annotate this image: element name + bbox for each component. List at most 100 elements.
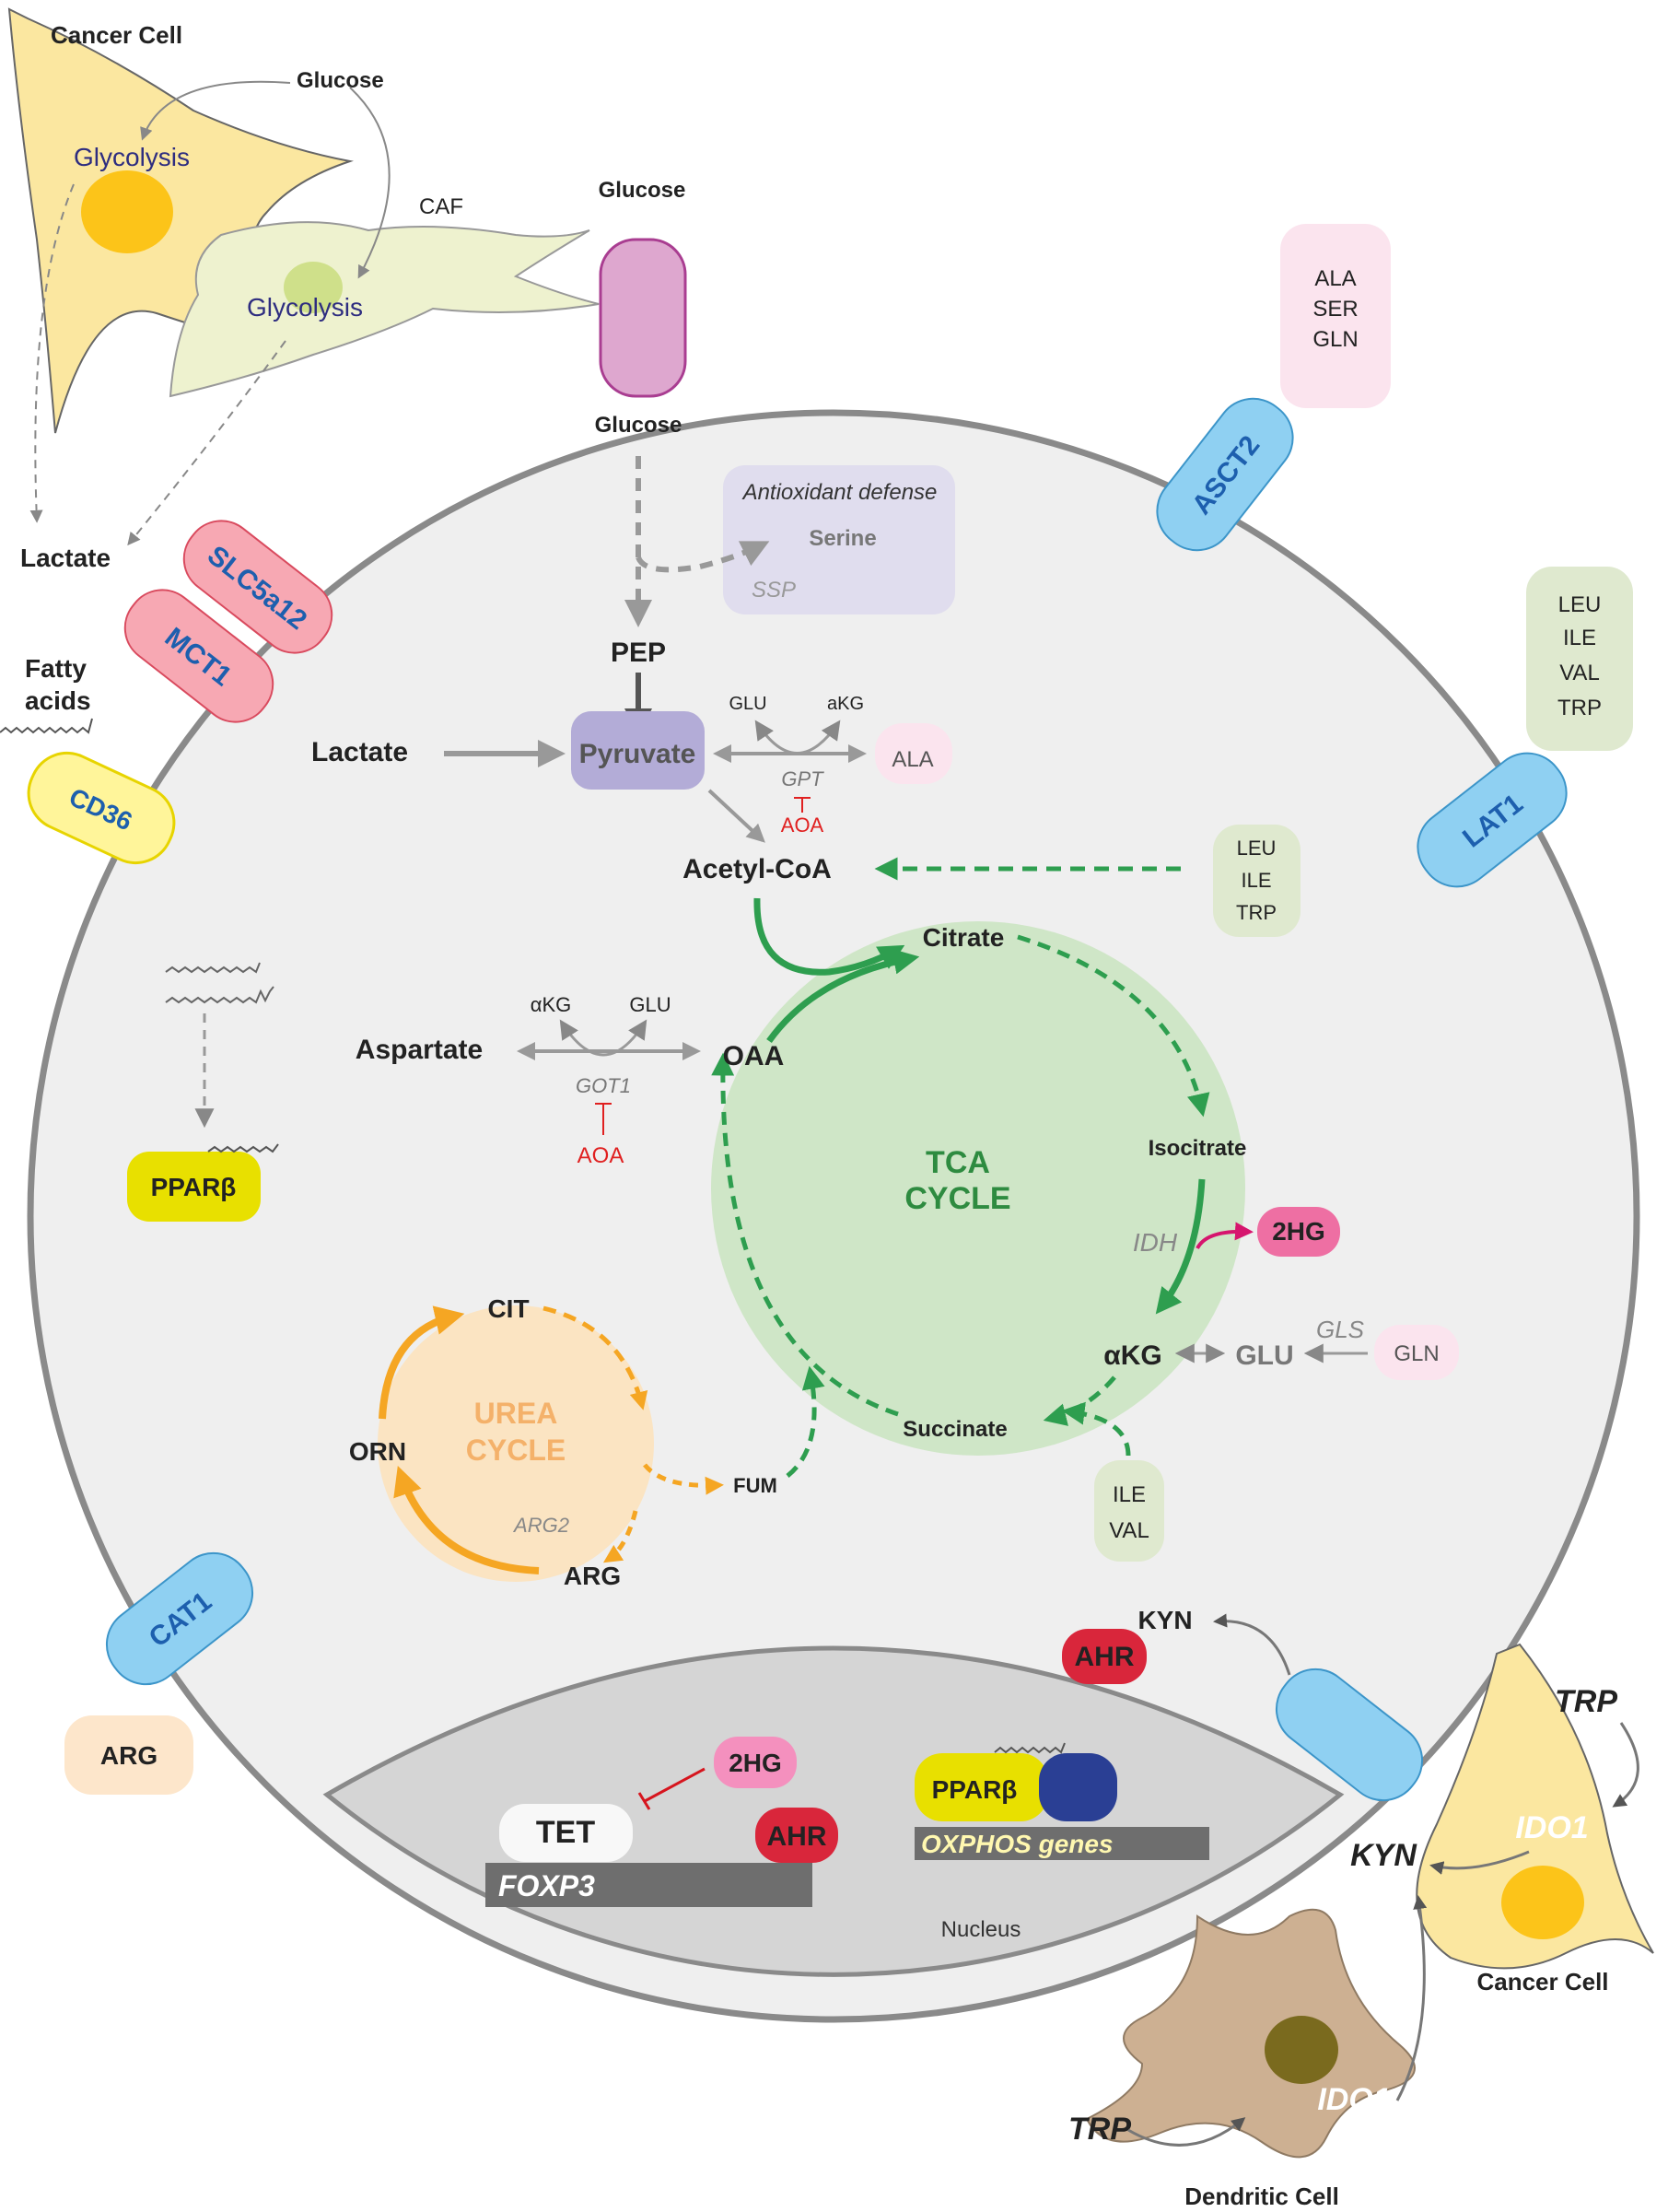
kyn-in-label: KYN: [1137, 1606, 1192, 1634]
ala-in-label: ALA: [892, 747, 933, 772]
caf-label: CAF: [419, 194, 463, 219]
oaa-to-citrate-arrow: [766, 948, 920, 1044]
arg-in-label: ARG: [564, 1562, 621, 1590]
ido1-dc-label: IDO1: [1317, 2082, 1390, 2117]
gls-label: GLS: [1316, 1316, 1365, 1343]
antioxidant-label: Antioxidant defense: [741, 480, 938, 505]
fatty-acid-chain-icon: [0, 718, 93, 734]
2hg-box: [1257, 1207, 1340, 1257]
glucose-top-label: Glucose: [599, 178, 686, 203]
gln-in-box: [1374, 1325, 1459, 1380]
ppar-nuc-box: [915, 1753, 1048, 1821]
ssp-label: SSP: [752, 578, 796, 603]
orn-to-cit-arrow: [379, 1305, 465, 1420]
pep-label: PEP: [611, 638, 666, 668]
fatty-acids-label-1: Fatty: [25, 654, 87, 683]
caf-cell: [169, 221, 600, 398]
tca-cycle-circle: [711, 921, 1245, 1456]
ile-tca-label: ILE: [1113, 1482, 1146, 1507]
ido1-to-kyn-arrow: [1429, 1850, 1530, 1875]
cancer-lactate-dashed: [29, 183, 75, 523]
succinate-label: Succinate: [903, 1417, 1007, 1442]
ahr-nuc-label: AHR: [767, 1821, 827, 1852]
kyn-right-label: KYN: [1350, 1838, 1417, 1873]
foxp3-gene-bar: [485, 1863, 812, 1907]
urea-label-2: CYCLE: [466, 1434, 566, 1467]
glu-got-label: GLU: [629, 993, 671, 1016]
ppar-partner-box: [1039, 1753, 1117, 1821]
orn-label: ORN: [349, 1437, 406, 1466]
tet-box: [499, 1804, 633, 1862]
isocitrate-to-akg-arrow: [1155, 1178, 1206, 1315]
oaa-label: OAA: [723, 1041, 785, 1071]
glucose-to-glycolysis-arrow: [140, 80, 291, 141]
cancer-cell-top-label: Cancer Cell: [51, 21, 182, 49]
citrate-label: Citrate: [923, 923, 1005, 952]
trp-to-dc-arrow: [1127, 2117, 1246, 2147]
lactate-out-label: Lactate: [20, 544, 111, 572]
serine-label: Serine: [809, 526, 876, 551]
isocitrate-label: Isocitrate: [1149, 1136, 1247, 1161]
trp-right-label: TRP: [1555, 1684, 1617, 1719]
lactate-in-label: Lactate: [311, 737, 408, 767]
glycolysis-cancer-label: Glycolysis: [74, 143, 190, 171]
arg2-label: ARG2: [512, 1514, 569, 1537]
cancer-cell-right-label: Cancer Cell: [1476, 1968, 1608, 1995]
succinate-to-oaa-dashed: [711, 1052, 899, 1417]
leu-in-label: LEU: [1237, 837, 1277, 860]
akg-tca-label: αKG: [1103, 1340, 1161, 1371]
tca-label-1: TCA: [926, 1145, 990, 1180]
dendritic-cell-label: Dendritic Cell: [1184, 2183, 1339, 2210]
dendritic-nucleus: [1265, 2016, 1338, 2084]
ile-val-to-succinate-dashed: [1061, 1401, 1131, 1457]
urea-label-1: UREA: [474, 1397, 558, 1430]
ala-label: ALA: [1314, 266, 1356, 291]
cancer-nucleus-top: [81, 170, 173, 253]
leu-label: LEU: [1558, 592, 1602, 617]
tca-label-2: CYCLE: [904, 1181, 1010, 1216]
lat1-transporter: [1417, 752, 1568, 888]
kyn-import-arrow: [1213, 1613, 1291, 1676]
isocitrate-to-2hg-arrow: [1196, 1222, 1254, 1250]
trp-dc-label: TRP: [1068, 2112, 1131, 2147]
ile-in-label: ILE: [1241, 869, 1271, 892]
gln-in-label: GLN: [1394, 1341, 1439, 1366]
ppar-ligand-chain-icon: [165, 962, 274, 1004]
acetylcoa-to-citrate-arrow: [753, 897, 905, 976]
glu-gpt-label: GLU: [729, 694, 766, 714]
glu-tca-label: GLU: [1235, 1340, 1293, 1371]
nucleus-label: Nucleus: [941, 1917, 1021, 1942]
acetyl-coa-label: Acetyl-CoA: [682, 854, 832, 884]
ppar-nuc-label: PPARβ: [932, 1775, 1018, 1804]
cd36-transporter: [27, 751, 176, 865]
ppar-cyto-label: PPARβ: [151, 1173, 237, 1201]
arg-to-orn-arrow: [393, 1465, 540, 1574]
got1-label: GOT1: [576, 1074, 631, 1097]
trp-to-ido1-arrow: [1612, 1722, 1639, 1808]
mct1-transporter: [123, 589, 274, 723]
gpt-inhibition: [794, 797, 811, 813]
got1-cofactor-arc: [559, 1019, 647, 1057]
cat1-transporter: [105, 1551, 254, 1686]
gpt-label: GPT: [781, 767, 824, 790]
pyruvate-to-acetylcoa-arrow: [707, 789, 765, 843]
fatty-acids-label-2: acids: [25, 686, 91, 715]
oxphos-gene-bar: [915, 1827, 1209, 1860]
ppar-nuc-ligand-icon: [994, 1742, 1066, 1754]
ahr-cyto-label: AHR: [1075, 1642, 1135, 1672]
val-tca-label: VAL: [1109, 1518, 1149, 1543]
glucose-transporter: [599, 238, 687, 398]
aoa-gpt-label: AOA: [781, 813, 824, 837]
caf-lactate-dashed: [127, 340, 286, 546]
urea-to-arg-dashed: [602, 1510, 638, 1563]
leu-ile-trp-box: [1213, 825, 1301, 937]
oxphos-label: OXPHOS genes: [921, 1830, 1114, 1858]
cit-label: CIT: [487, 1294, 529, 1323]
2hg-inhibits-tet: [637, 1767, 706, 1810]
ala-ser-gln-box: [1280, 224, 1391, 408]
gln-label: GLN: [1312, 327, 1358, 352]
2hg-label: 2HG: [1272, 1217, 1325, 1246]
slc5a12-transporter: [182, 520, 333, 654]
2hg-nuc-box: [714, 1737, 797, 1788]
